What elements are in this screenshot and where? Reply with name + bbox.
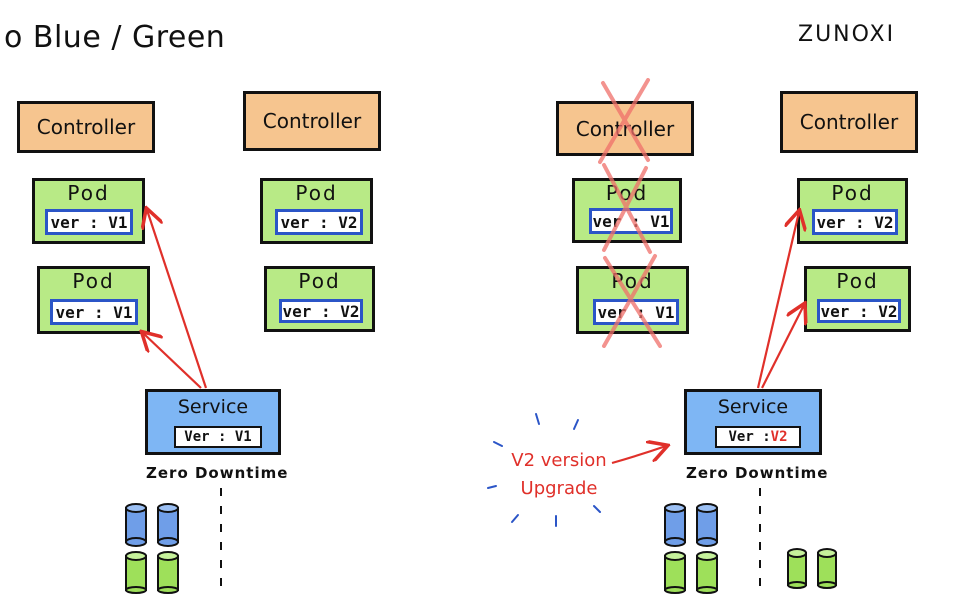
upgrade-note-line1: V2 version <box>511 450 607 471</box>
db-green-6 <box>817 548 837 589</box>
upgrade-note-line2: Upgrade <box>520 478 598 499</box>
db-green-2 <box>157 551 179 594</box>
x-mark-pod-old-2 <box>602 254 662 348</box>
pod-version-label: ver : V2 <box>279 299 363 323</box>
pod-label: Pod <box>298 269 341 293</box>
db-blue-4 <box>696 503 718 547</box>
pod-version-label: ver : V1 <box>45 209 133 235</box>
service-right: Service Ver : V2 <box>684 389 822 455</box>
pod-label: Pod <box>295 181 338 205</box>
arrow-note-to-service <box>611 446 666 465</box>
db-blue-1 <box>125 503 147 547</box>
service-version-label: Ver : V2 <box>715 426 801 448</box>
author-signature: ZUNOXI <box>798 22 896 47</box>
pod-green-2: Pod ver : V2 <box>264 266 375 332</box>
pod-new-1: Pod ver : V2 <box>797 178 908 244</box>
db-cylinders-left <box>125 503 179 594</box>
pod-blue-1: Pod ver : V1 <box>32 178 145 244</box>
arrows-left <box>143 210 208 389</box>
zero-downtime-label: Zero Downtime <box>146 464 289 482</box>
arrow-to-pod-blue-2 <box>143 333 202 389</box>
pod-version-label: ver : V1 <box>593 299 679 325</box>
service-version-label: Ver : V1 <box>174 426 262 448</box>
pod-version-label: ver : V2 <box>817 299 901 323</box>
x-mark-controller <box>598 78 650 164</box>
page-title: o Blue / Green <box>4 20 226 55</box>
db-blue-2 <box>157 503 179 547</box>
pod-label: Pod <box>836 269 879 293</box>
pod-version-label: ver : V2 <box>812 209 898 235</box>
arrow-to-pod-new-1 <box>756 212 799 389</box>
db-blue-3 <box>664 503 686 547</box>
sparkle-marks <box>487 413 601 527</box>
controller-green: Controller <box>243 91 381 151</box>
arrows-right <box>611 212 804 465</box>
pod-version-label: ver : V2 <box>275 209 363 235</box>
pod-new-2: Pod ver : V2 <box>804 266 911 332</box>
controller-new: Controller <box>780 91 918 153</box>
db-green-3 <box>664 551 686 594</box>
service-label: Service <box>177 396 249 418</box>
service-version-prefix: Ver : <box>728 429 771 445</box>
pod-label: Pod <box>831 181 874 205</box>
arrow-to-pod-blue-1 <box>147 210 208 389</box>
arrow-to-pod-new-2 <box>761 305 804 389</box>
pod-version-label: ver : V1 <box>50 299 138 325</box>
service-label: Service <box>717 396 789 418</box>
pod-blue-2: Pod ver : V1 <box>37 266 150 334</box>
db-green-4 <box>696 551 718 594</box>
pod-label: Pod <box>67 181 110 205</box>
controller-blue: Controller <box>17 101 155 153</box>
upgrade-note: V2 version Upgrade <box>506 447 612 503</box>
db-green-1 <box>125 551 147 594</box>
x-mark-pod-old-1 <box>602 163 652 254</box>
db-green-5 <box>787 548 807 589</box>
db-cylinders-right <box>664 503 837 594</box>
pod-green-1: Pod ver : V2 <box>260 178 373 244</box>
pod-label: Pod <box>72 269 115 293</box>
x-marks <box>598 78 662 348</box>
zero-downtime-label: Zero Downtime <box>686 464 829 482</box>
service-version-value: V2 <box>770 429 788 445</box>
service-left: Service Ver : V1 <box>145 389 281 455</box>
